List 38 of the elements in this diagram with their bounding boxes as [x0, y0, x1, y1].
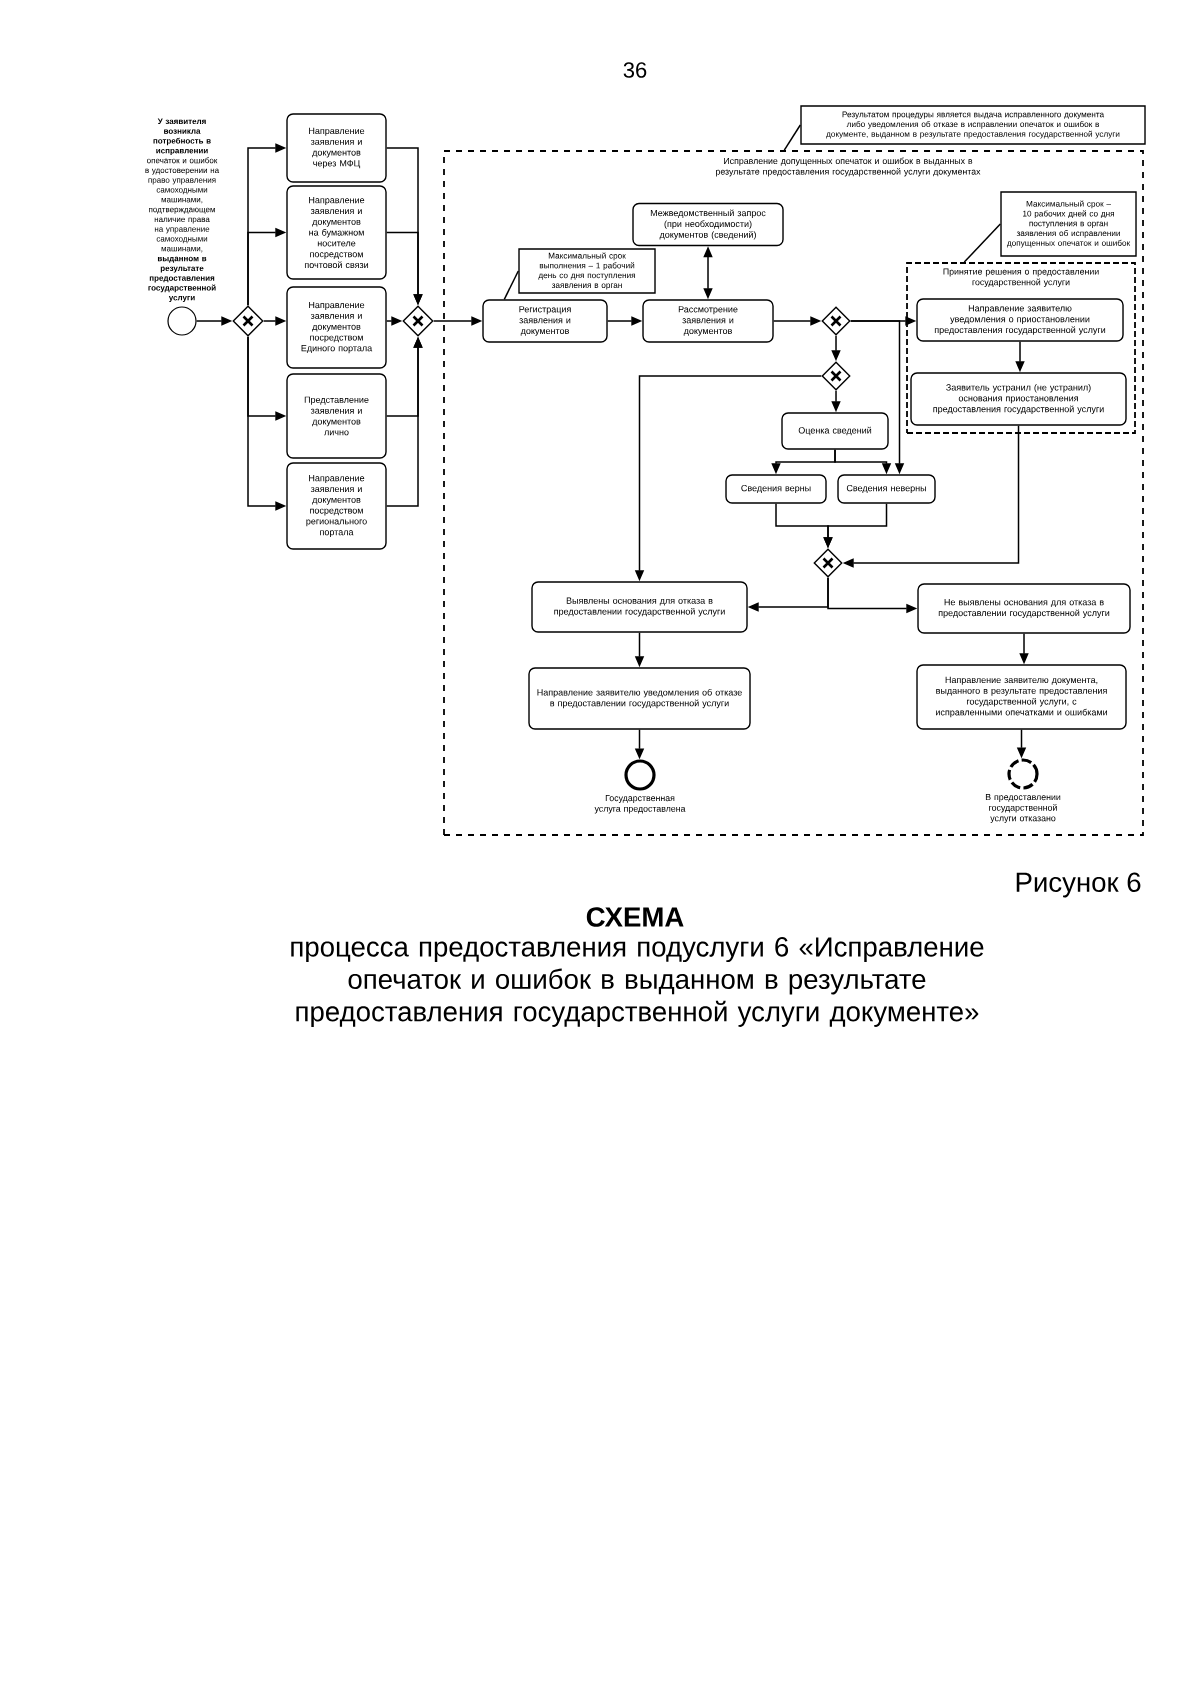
task-box: Сведения верны — [725, 474, 827, 504]
task-box: Не выявлены основания для отказа в предоставлении государственной услуги — [917, 583, 1131, 634]
event-label: В предоставлении государственной услуги отказано — [985, 794, 1061, 824]
end-event-circle — [624, 759, 656, 791]
gateway-diamond — [402, 305, 434, 337]
gateway-diamond — [821, 361, 851, 391]
task-box: Направление заявления и документов через МФЦ — [286, 113, 387, 183]
task-box: Представление заявления и документов лично — [286, 373, 387, 459]
task-box: Выявлены основания для отказа в предоставлении государственной услуги — [531, 581, 748, 633]
annotation-box: Результатом процедуры является выдача исправленного документа либо уведомления об отказе в исправлении опечаток и ошибок в документе, выданном в результате предоставления государственной услуги — [800, 105, 1146, 145]
task-box: Направление заявителю документа, выданного в результате предоставления государственной услуги, с исправленными опечатками и ошибками — [916, 664, 1127, 730]
diagram-title: СХЕМА — [586, 907, 684, 927]
page-number: 36 — [623, 62, 647, 78]
task-box: Межведомственный запрос (при необходимости) документов (сведений) — [632, 202, 784, 247]
diagram-caption: процесса предоставления подуслуги 6 «Исправление опечаток и ошибок в выданном в результате предоставления государственной услуги документе» — [291, 937, 984, 1027]
gateway-diamond — [813, 548, 843, 578]
task-box: Направление заявления и документов посредством регионального портала — [286, 462, 387, 550]
task-box: Оценка сведений — [781, 412, 889, 450]
task-box: Рассмотрение заявления и документов — [642, 299, 774, 343]
leader-line — [503, 270, 520, 301]
task-box: Регистрация заявления и документов — [482, 299, 608, 343]
figure-number: Рисунок 6 — [1016, 872, 1141, 898]
task-box: Сведения неверны — [837, 474, 936, 504]
annotation-box: Максимальный срок – 10 рабочих дней со дня поступления в орган заявления об исправлении допущенных опечаток и ошибок — [1000, 191, 1137, 257]
gateway-diamond — [232, 305, 264, 337]
event-label: Государственная услуга предоставлена — [594, 795, 686, 814]
annotation-box: Максимальный срок выполнения – 1 рабочий день со дня поступления заявления в орган — [518, 248, 656, 294]
leader-line — [963, 223, 1002, 263]
gateway-diamond — [821, 306, 851, 336]
task-box: Направление заявителю уведомления об отказе в предоставлении государственной услуги — [528, 667, 751, 730]
task-box: Направление заявления и документов на бумажном носителе посредством почтовой связи — [286, 185, 387, 280]
task-box: Направление заявителю уведомления о приостановлении предоставления государственной услуги — [916, 298, 1124, 342]
task-box: Направление заявления и документов посредством Единого портала — [286, 286, 387, 369]
task-box: Заявитель устранил (не устранил) основания приостановления предоставления государственной услуги — [910, 372, 1127, 426]
event-label: У заявителя возникла потребность в исправлении опечаток и ошибок в удостоверении на право управления самоходными машинами, подтверждающем наличие права на управление самоходными машинами, выданном в результате предоставления государственной услуги — [145, 118, 220, 302]
leader-line — [783, 124, 802, 151]
start-event-circle — [167, 306, 197, 336]
end-event-circle — [1007, 758, 1039, 790]
